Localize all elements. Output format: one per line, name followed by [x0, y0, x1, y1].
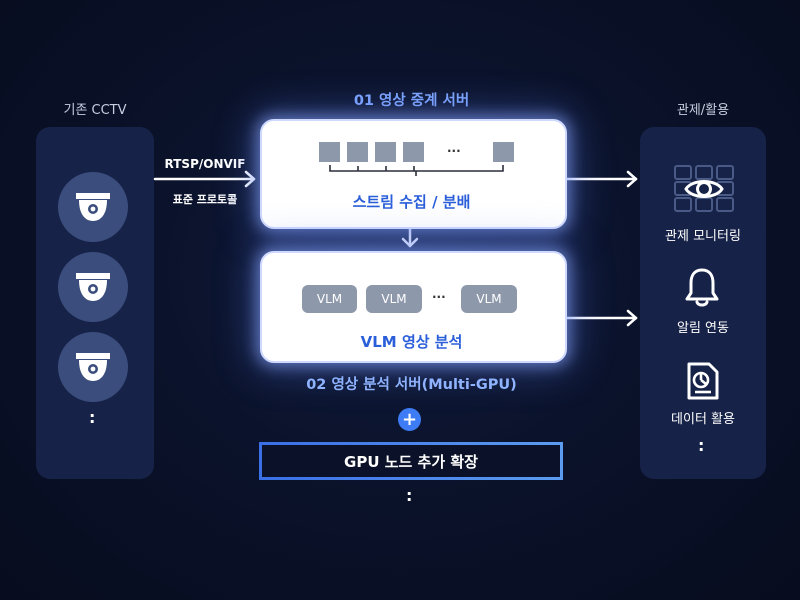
- vlm-ellipsis: ···: [432, 290, 446, 304]
- protocol-desc: 표준 프로토콜: [172, 193, 238, 206]
- gpu-expand-box: GPU 노드 추가 확장: [259, 442, 563, 480]
- more-cameras-indicator: :: [89, 408, 96, 427]
- gpu-expand-label: GPU 노드 추가 확장: [344, 452, 478, 471]
- eye-monitor-icon: [673, 164, 735, 218]
- relay-server-title: 01 영상 중계 서버: [353, 93, 470, 109]
- camera-icon: [58, 172, 128, 242]
- vlm-analysis-label: VLM 영상 분석: [360, 333, 463, 351]
- output-alert: 알림 연동: [677, 321, 729, 336]
- stream-bracket: [329, 165, 504, 176]
- arrow-server1-to-server2: [401, 226, 419, 248]
- bell-icon: [684, 266, 720, 312]
- stream-ellipsis: ···: [447, 144, 461, 158]
- output-data-usage: 데이터 활용: [671, 412, 735, 427]
- stream-collect-label: 스트림 수집 / 분배: [352, 193, 471, 211]
- more-gpu-indicator: :: [406, 486, 413, 505]
- stream-block: [403, 142, 424, 162]
- relay-server-box: [260, 119, 567, 229]
- camera-icon: [58, 252, 128, 322]
- protocol-name: RTSP/ONVIF: [164, 157, 246, 171]
- more-outputs-indicator: :: [698, 436, 705, 455]
- report-icon: [686, 361, 720, 405]
- stream-block: [319, 142, 340, 162]
- vlm-chip: VLM: [366, 285, 422, 313]
- analysis-server-caption: 02 영상 분석 서버(Multi-GPU): [306, 377, 517, 393]
- camera-icon: [58, 332, 128, 402]
- output-monitoring: 관제 모니터링: [665, 229, 741, 244]
- stream-block: [493, 142, 514, 162]
- legacy-cctv-title: 기존 CCTV: [63, 103, 127, 118]
- vlm-chip: VLM: [302, 285, 357, 313]
- stream-block: [375, 142, 396, 162]
- arrow-server1-to-output: [565, 170, 638, 188]
- arrow-server2-to-output: [565, 309, 638, 327]
- control-usage-title: 관제/활용: [676, 103, 730, 118]
- vlm-chip: VLM: [461, 285, 517, 313]
- arrow-cctv-to-server: [153, 170, 256, 188]
- stream-block: [347, 142, 368, 162]
- plus-icon: +: [398, 408, 421, 431]
